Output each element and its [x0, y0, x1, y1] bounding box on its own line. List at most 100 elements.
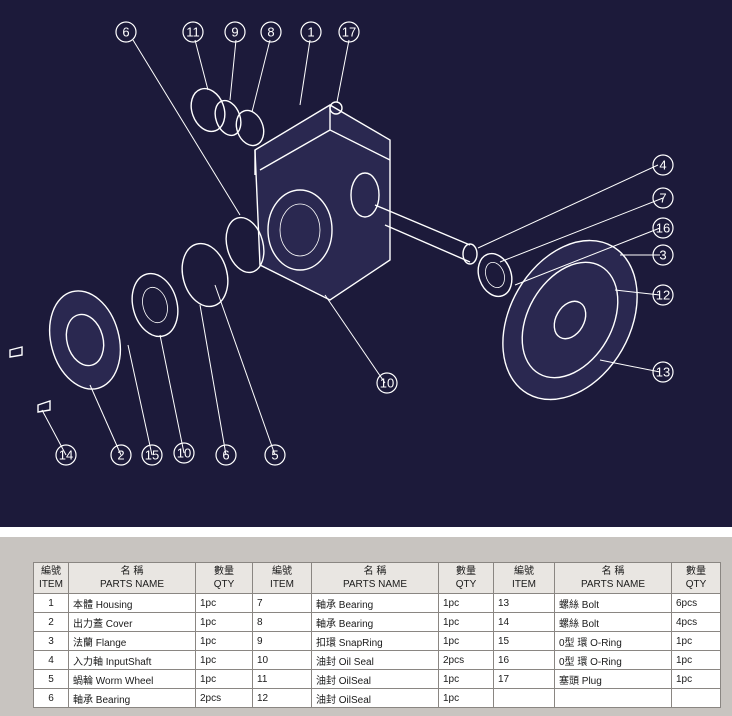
callout-17: 17 — [338, 21, 360, 43]
input-shaft-end — [462, 243, 478, 265]
qty-cell: 1pc — [438, 593, 494, 613]
name-cell: 本體 Housing — [68, 593, 196, 613]
svg-text:4: 4 — [659, 158, 666, 173]
item-cell: 3 — [33, 631, 69, 651]
diagram-svg: 6 11 9 8 1 17 4 7 — [9, 21, 674, 466]
item-cell: 5 — [33, 669, 69, 689]
bearing-right-inner — [485, 262, 505, 288]
svg-text:16: 16 — [656, 221, 670, 236]
item-cell: 12 — [252, 688, 312, 708]
name-cell: 軸承 Bearing — [68, 688, 196, 708]
name-cell: 塞頭 Plug — [554, 669, 672, 689]
svg-text:13: 13 — [656, 365, 670, 380]
housing-bore — [267, 189, 333, 271]
table-row: 1 本體 Housing 1pc 7 軸承 Bearing 1pc 13 螺絲 … — [33, 593, 721, 613]
svg-text:7: 7 — [659, 191, 666, 206]
name-cell: 螺絲 Bolt — [554, 593, 672, 613]
flange-part — [502, 239, 638, 401]
item-cell: 8 — [252, 612, 312, 632]
callout-10-right: 10 — [376, 372, 398, 394]
callout-16: 16 — [652, 217, 674, 239]
item-cell: 6 — [33, 688, 69, 708]
housing-edges — [254, 105, 391, 175]
callout-15: 15 — [141, 444, 163, 466]
parts-art — [9, 87, 638, 413]
parts-table-body: 1 本體 Housing 1pc 7 軸承 Bearing 1pc 13 螺絲 … — [33, 593, 721, 708]
bolt-left-1 — [9, 346, 23, 358]
name-cell: 0型 環 O-Ring — [554, 631, 672, 651]
qty-cell: 1pc — [195, 593, 253, 613]
qty-cell: 1pc — [671, 669, 721, 689]
callout-1: 1 — [300, 21, 322, 43]
item-cell: 10 — [252, 650, 312, 670]
name-cell: 油封 OilSeal — [311, 688, 439, 708]
callout-4: 4 — [652, 154, 674, 176]
svg-text:6: 6 — [222, 448, 229, 463]
name-cell: 出力蓋 Cover — [68, 612, 196, 632]
oil-seal-left-inner — [142, 286, 168, 324]
callout-3: 3 — [652, 244, 674, 266]
qty-cell: 6pcs — [671, 593, 721, 613]
name-cell: 蝸輪 Worm Wheel — [68, 669, 196, 689]
name-cell: 扣環 SnapRing — [311, 631, 439, 651]
item-cell: 11 — [252, 669, 312, 689]
qty-cell — [671, 688, 721, 708]
callout-2: 2 — [110, 444, 132, 466]
callout-8: 8 — [260, 21, 282, 43]
qty-cell: 2pcs — [195, 688, 253, 708]
svg-text:12: 12 — [656, 288, 670, 303]
name-cell: 法蘭 Flange — [68, 631, 196, 651]
callout-5: 5 — [264, 444, 286, 466]
callout-6-bottom: 6 — [215, 444, 237, 466]
qty-cell: 1pc — [195, 669, 253, 689]
flange-ring — [521, 261, 619, 379]
leader-lines — [41, 39, 664, 456]
item-cell: 9 — [252, 631, 312, 651]
qty-cell: 1pc — [195, 650, 253, 670]
callout-9: 9 — [224, 21, 246, 43]
callout-13: 13 — [652, 361, 674, 383]
housing-bore-inner — [279, 203, 321, 257]
svg-text:15: 15 — [145, 448, 159, 463]
svg-text:8: 8 — [267, 25, 274, 40]
name-cell: 螺絲 Bolt — [554, 612, 672, 632]
svg-text:1: 1 — [307, 25, 314, 40]
item-cell: 15 — [493, 631, 555, 651]
svg-text:3: 3 — [659, 248, 666, 263]
table-row: 4 入力軸 InputShaft 1pc 10 油封 Oil Seal 2pcs… — [33, 650, 721, 670]
bearing-top — [235, 109, 265, 147]
name-cell: 入力軸 InputShaft — [68, 650, 196, 670]
svg-text:9: 9 — [231, 25, 238, 40]
cover-part — [49, 290, 121, 390]
flange-center — [553, 300, 587, 340]
cover-bore — [65, 313, 105, 367]
qty-cell: 1pc — [671, 650, 721, 670]
bolt-left-2 — [37, 400, 51, 413]
qty-cell: 1pc — [195, 612, 253, 632]
item-cell: 13 — [493, 593, 555, 613]
item-cell: 4 — [33, 650, 69, 670]
worm-wheel — [181, 242, 229, 308]
name-cell: 油封 Oil Seal — [311, 650, 439, 670]
item-cell: 14 — [493, 612, 555, 632]
table-row: 5 蝸輪 Worm Wheel 1pc 11 油封 OilSeal 1pc 17… — [33, 669, 721, 689]
svg-text:11: 11 — [186, 25, 200, 40]
oil-seal-left — [131, 272, 179, 338]
item-cell: 17 — [493, 669, 555, 689]
name-cell: 油封 OilSeal — [311, 669, 439, 689]
qty-cell: 1pc — [438, 612, 494, 632]
item-cell: 16 — [493, 650, 555, 670]
svg-text:14: 14 — [59, 448, 73, 463]
name-cell: 軸承 Bearing — [311, 612, 439, 632]
item-cell: 7 — [252, 593, 312, 613]
qty-cell: 1pc — [671, 631, 721, 651]
qty-cell: 4pcs — [671, 612, 721, 632]
